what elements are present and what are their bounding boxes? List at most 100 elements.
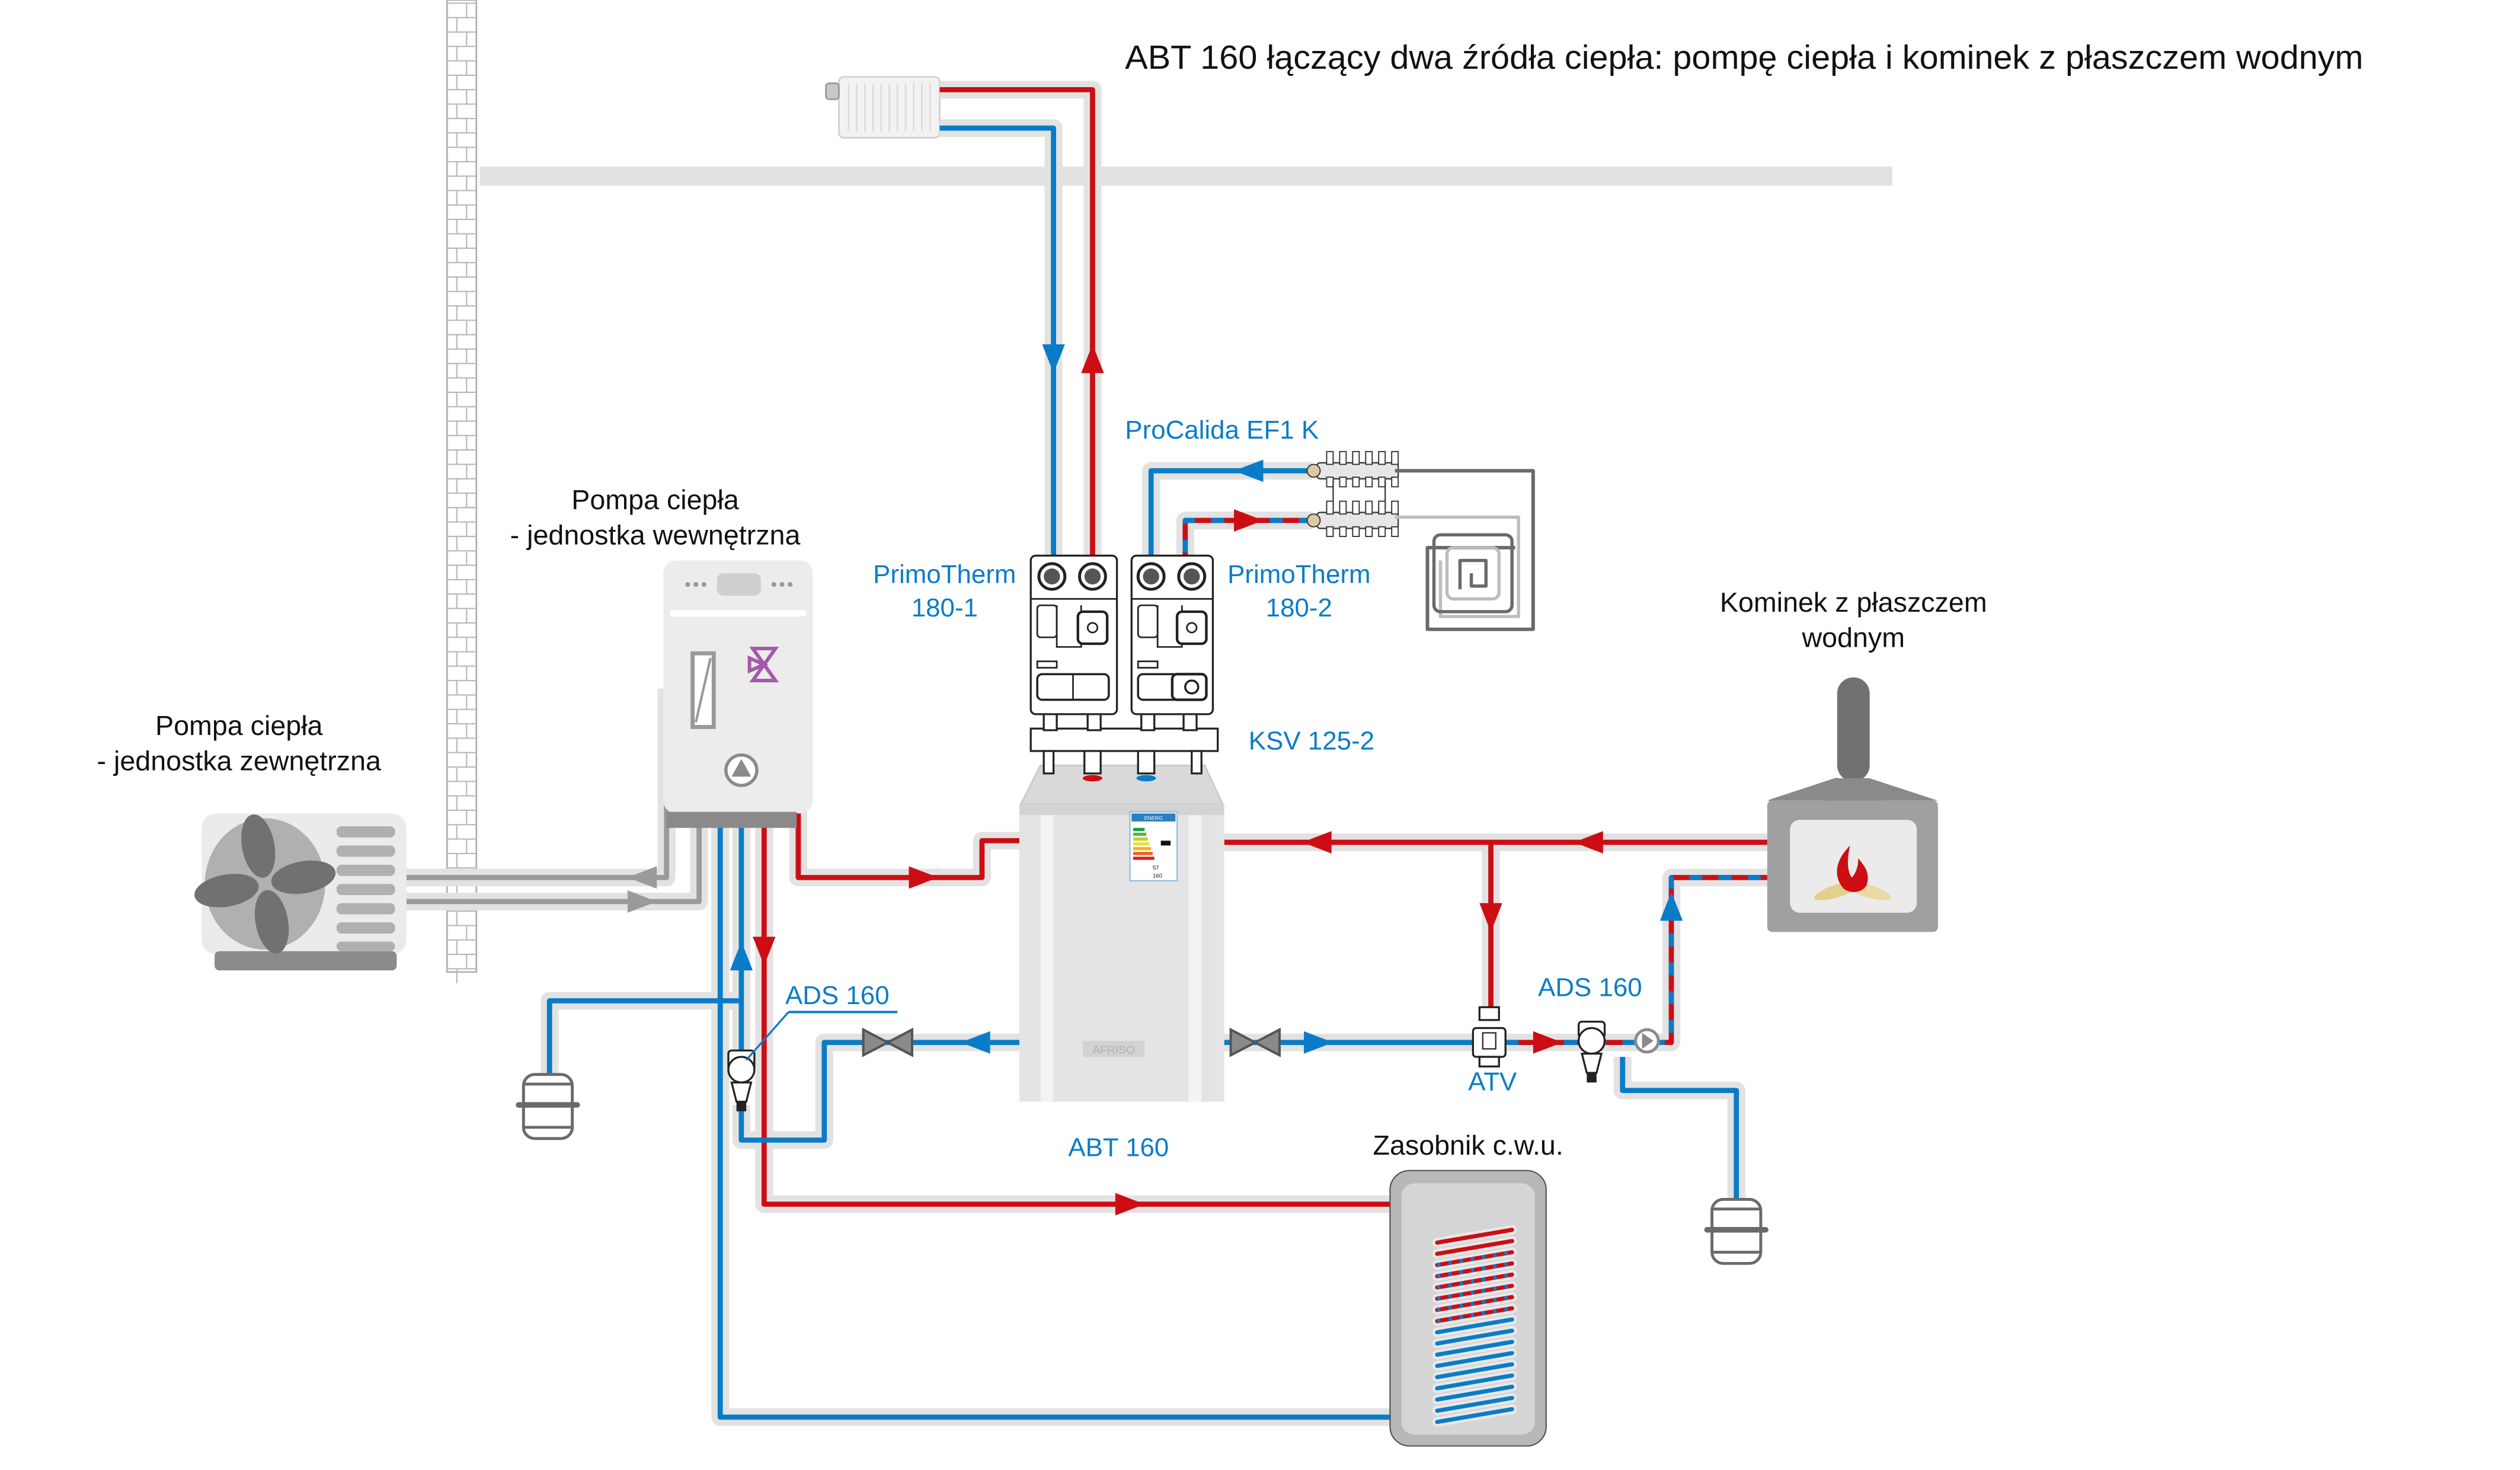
- arrow-right-icon: [909, 866, 938, 889]
- heat-pump-indoor-unit: [663, 560, 813, 828]
- manifold-outlet: [1365, 477, 1373, 488]
- arrow-up-icon: [1081, 344, 1104, 373]
- ads-160-right-separator-icon: [1578, 1020, 1606, 1083]
- manifold-outlet: [1326, 477, 1334, 488]
- manifold-valve: [1391, 450, 1399, 465]
- brick-wall: [446, 0, 478, 983]
- fireplace-return-pipe-dash: [1505, 875, 1767, 1046]
- radiator-return-pipe-sleeve: [939, 119, 1063, 556]
- manifold-valve: [1326, 450, 1334, 465]
- manifold-outlet: [1339, 526, 1347, 537]
- manifold-valve: [1391, 500, 1399, 515]
- coil-turn: [1435, 1407, 1514, 1424]
- expansion-vessel-right-pipe: [1620, 1057, 1739, 1200]
- coil-turn: [1435, 1395, 1514, 1413]
- fireplace-return-pipe-sleeve: [1505, 868, 1767, 1052]
- manifold-valve: [1378, 450, 1386, 465]
- radiator-supply-pipe-sleeve: [939, 81, 1102, 556]
- svg-text:160: 160: [1153, 873, 1162, 879]
- coil-turn: [1435, 1351, 1514, 1368]
- fan-icon: [194, 814, 336, 954]
- arrow-down-icon: [753, 937, 776, 966]
- primotherm-180-1-label-1: PrimoTherm: [873, 561, 1016, 589]
- fireplace-return-pipe: [1505, 875, 1767, 1046]
- ads-160-left-label: ADS 160: [785, 982, 890, 1010]
- arrow-right-icon: [1115, 1193, 1145, 1216]
- manifold-valve: [1365, 500, 1373, 515]
- coil-turn: [1435, 1317, 1514, 1335]
- coil-turn-mixed: [1437, 1261, 1512, 1279]
- expansion-vessel-right-pipe-sleeve: [1613, 1057, 1745, 1200]
- abt-160-buffer-tank: ENERG 57 160 AFRISO: [1019, 764, 1224, 1102]
- coil-turn: [1435, 1340, 1514, 1357]
- manifold-outlet: [1378, 526, 1386, 537]
- radiator-supply-pipe: [939, 87, 1095, 556]
- coil-turn: [1435, 1239, 1514, 1256]
- primotherm-180-2-label-2: 180-2: [1266, 594, 1332, 622]
- buffer-return-left-pipe-sleeve: [732, 1033, 1020, 1149]
- ads-left-leader-line: [745, 1011, 789, 1061]
- pump-icon: [1076, 610, 1109, 645]
- ceiling-slab: [479, 166, 1893, 186]
- buffer-return-left-pipe: [738, 1040, 1020, 1143]
- manifold-outlet: [1365, 526, 1373, 537]
- expansion-vessel-left-icon: [516, 1073, 580, 1140]
- refrigerant-line-1-sleeve: [406, 688, 676, 887]
- plate-heat-exchanger-icon: [690, 651, 716, 729]
- circulation-pump-icon: [724, 753, 759, 787]
- fireplace-circuit-pump-icon: [1634, 1028, 1660, 1054]
- pipe-network: [406, 87, 1767, 1420]
- arrow-down-icon: [1479, 903, 1502, 932]
- dhw-coil-return-pipe: [717, 704, 1415, 1420]
- manifold-outlet: [1352, 477, 1360, 488]
- expansion-vessel-left-pipe: [546, 998, 741, 1075]
- coil-turn-mixed: [1437, 1283, 1512, 1301]
- arrow-right-icon: [1234, 509, 1264, 532]
- fireplace-with-water-jacket: [1767, 677, 1938, 932]
- coil-turn-mixed: [1437, 1272, 1512, 1290]
- arrow-up-icon: [1659, 891, 1683, 921]
- manifold-valve: [1339, 450, 1347, 465]
- procalida-label: ProCalida EF1 K: [1125, 417, 1319, 445]
- manifold-bar: [1316, 512, 1399, 529]
- arrow-right-icon: [627, 890, 657, 913]
- arrow-right-icon: [1304, 1031, 1333, 1054]
- shutoff-valve-icon: [1229, 1027, 1281, 1057]
- arrow-down-icon: [1042, 344, 1065, 373]
- underfloor-supply-pipe-dash: [1182, 517, 1312, 556]
- manifold-valve: [1352, 500, 1360, 515]
- arrow-up-icon: [730, 941, 753, 971]
- heat-pump-outdoor-unit: [194, 813, 407, 971]
- manifold-endcap: [1306, 513, 1321, 528]
- primotherm-180-1-label-2: 180-1: [912, 594, 978, 622]
- svg-text:57: 57: [1153, 865, 1159, 871]
- mixing-valve-actuator-icon: [1171, 673, 1208, 701]
- coil-turn-mixed: [1437, 1250, 1512, 1267]
- manifold-bar: [1316, 462, 1399, 480]
- dhw-tank-label: Zasobnik c.w.u.: [1373, 1130, 1563, 1161]
- flame-icon: [1814, 845, 1892, 900]
- primotherm-180-2: [1130, 554, 1214, 715]
- manifold-valve: [1378, 500, 1386, 515]
- manifold-outlet: [1391, 526, 1399, 537]
- ksv-125-2-label: KSV 125-2: [1249, 727, 1374, 756]
- arrow-left-icon: [1234, 459, 1264, 482]
- expansion-vessel-right-icon: [1704, 1198, 1769, 1265]
- refrigerant-line-1: [406, 688, 670, 880]
- flow-arrows: [627, 344, 1683, 1216]
- thermometer-icon: [1078, 562, 1107, 591]
- dhw-coil-supply-pipe: [761, 680, 1415, 1207]
- thermometer-icon: [1037, 562, 1067, 591]
- manifold-outlet: [1339, 477, 1347, 488]
- shutoff-valve-icon: [862, 1027, 914, 1057]
- heat-pump-outdoor-label-2: - jednostka zewnętrzna: [97, 746, 382, 776]
- svg-text:ENERG: ENERG: [1144, 815, 1163, 821]
- abt-160-label: ABT 160: [1068, 1134, 1169, 1162]
- radiator-return-pipe: [939, 125, 1056, 556]
- coil-turn: [1435, 1362, 1514, 1379]
- manifold-outlet: [1326, 526, 1334, 537]
- manifold-endcap: [1306, 464, 1321, 478]
- atv-thermostatic-valve-icon: [1472, 1006, 1507, 1068]
- thermometer-icon: [1136, 562, 1166, 591]
